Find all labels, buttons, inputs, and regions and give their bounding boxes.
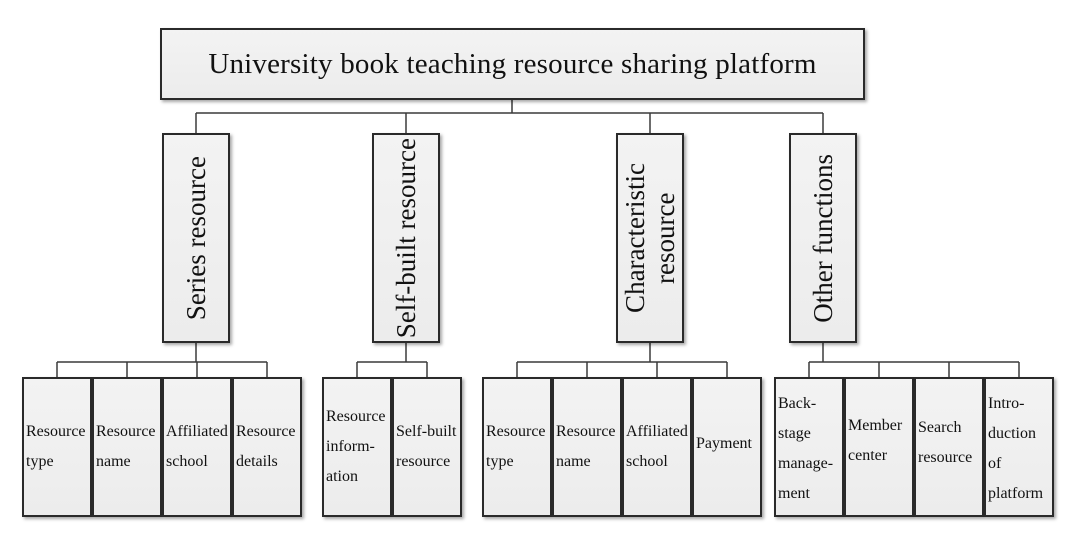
leaf-node: Resource details <box>232 377 302 517</box>
category-self-built-resource: Self-built resource <box>372 133 440 343</box>
leaf-label: Self-built resource <box>396 423 457 470</box>
leaf-label: Intro- duction of platform <box>988 395 1044 502</box>
leaf-node: Back- stage manage- ment <box>774 377 844 517</box>
leaf-node: Member center <box>844 377 914 517</box>
leaf-label: Payment <box>696 435 752 452</box>
leaf-node: Intro- duction of platform <box>984 377 1054 517</box>
leaf-node: Resource name <box>552 377 622 517</box>
leaf-label: Resource name <box>96 423 156 470</box>
leaf-label: Resource details <box>236 423 296 470</box>
root-node: University book teaching resource sharin… <box>160 28 865 100</box>
category-series-resource: Series resource <box>162 133 230 343</box>
leaf-label: Affiliated school <box>626 423 688 470</box>
leaf-label: Member center <box>848 417 903 464</box>
leaf-node: Search resource <box>914 377 984 517</box>
leaf-node: Payment <box>692 377 762 517</box>
leaf-label: Resource type <box>26 423 86 470</box>
leaf-node: Affiliated school <box>162 377 232 517</box>
category-label: Series resource <box>181 155 211 321</box>
category-characteristic-resource: Characteristic resource <box>616 133 684 343</box>
leaf-node: Resource inform- ation <box>322 377 392 517</box>
leaf-label: Resource name <box>556 423 616 470</box>
leaf-label: Resource inform- ation <box>326 408 386 485</box>
leaf-node: Affiliated school <box>622 377 692 517</box>
leaf-node: Resource name <box>92 377 162 517</box>
category-label: Characteristic resource <box>620 163 680 313</box>
leaf-node: Resource type <box>22 377 92 517</box>
leaf-node: Resource type <box>482 377 552 517</box>
category-other-functions: Other functions <box>789 133 857 343</box>
leaf-node: Self-built resource <box>392 377 462 517</box>
leaf-label: Resource type <box>486 423 546 470</box>
category-label: Self-built resource <box>391 137 421 339</box>
leaf-label: Back- stage manage- ment <box>778 395 834 502</box>
category-label: Other functions <box>808 153 838 323</box>
leaf-label: Affiliated school <box>166 423 228 470</box>
root-label: University book teaching resource sharin… <box>208 47 817 80</box>
leaf-label: Search resource <box>918 419 973 466</box>
